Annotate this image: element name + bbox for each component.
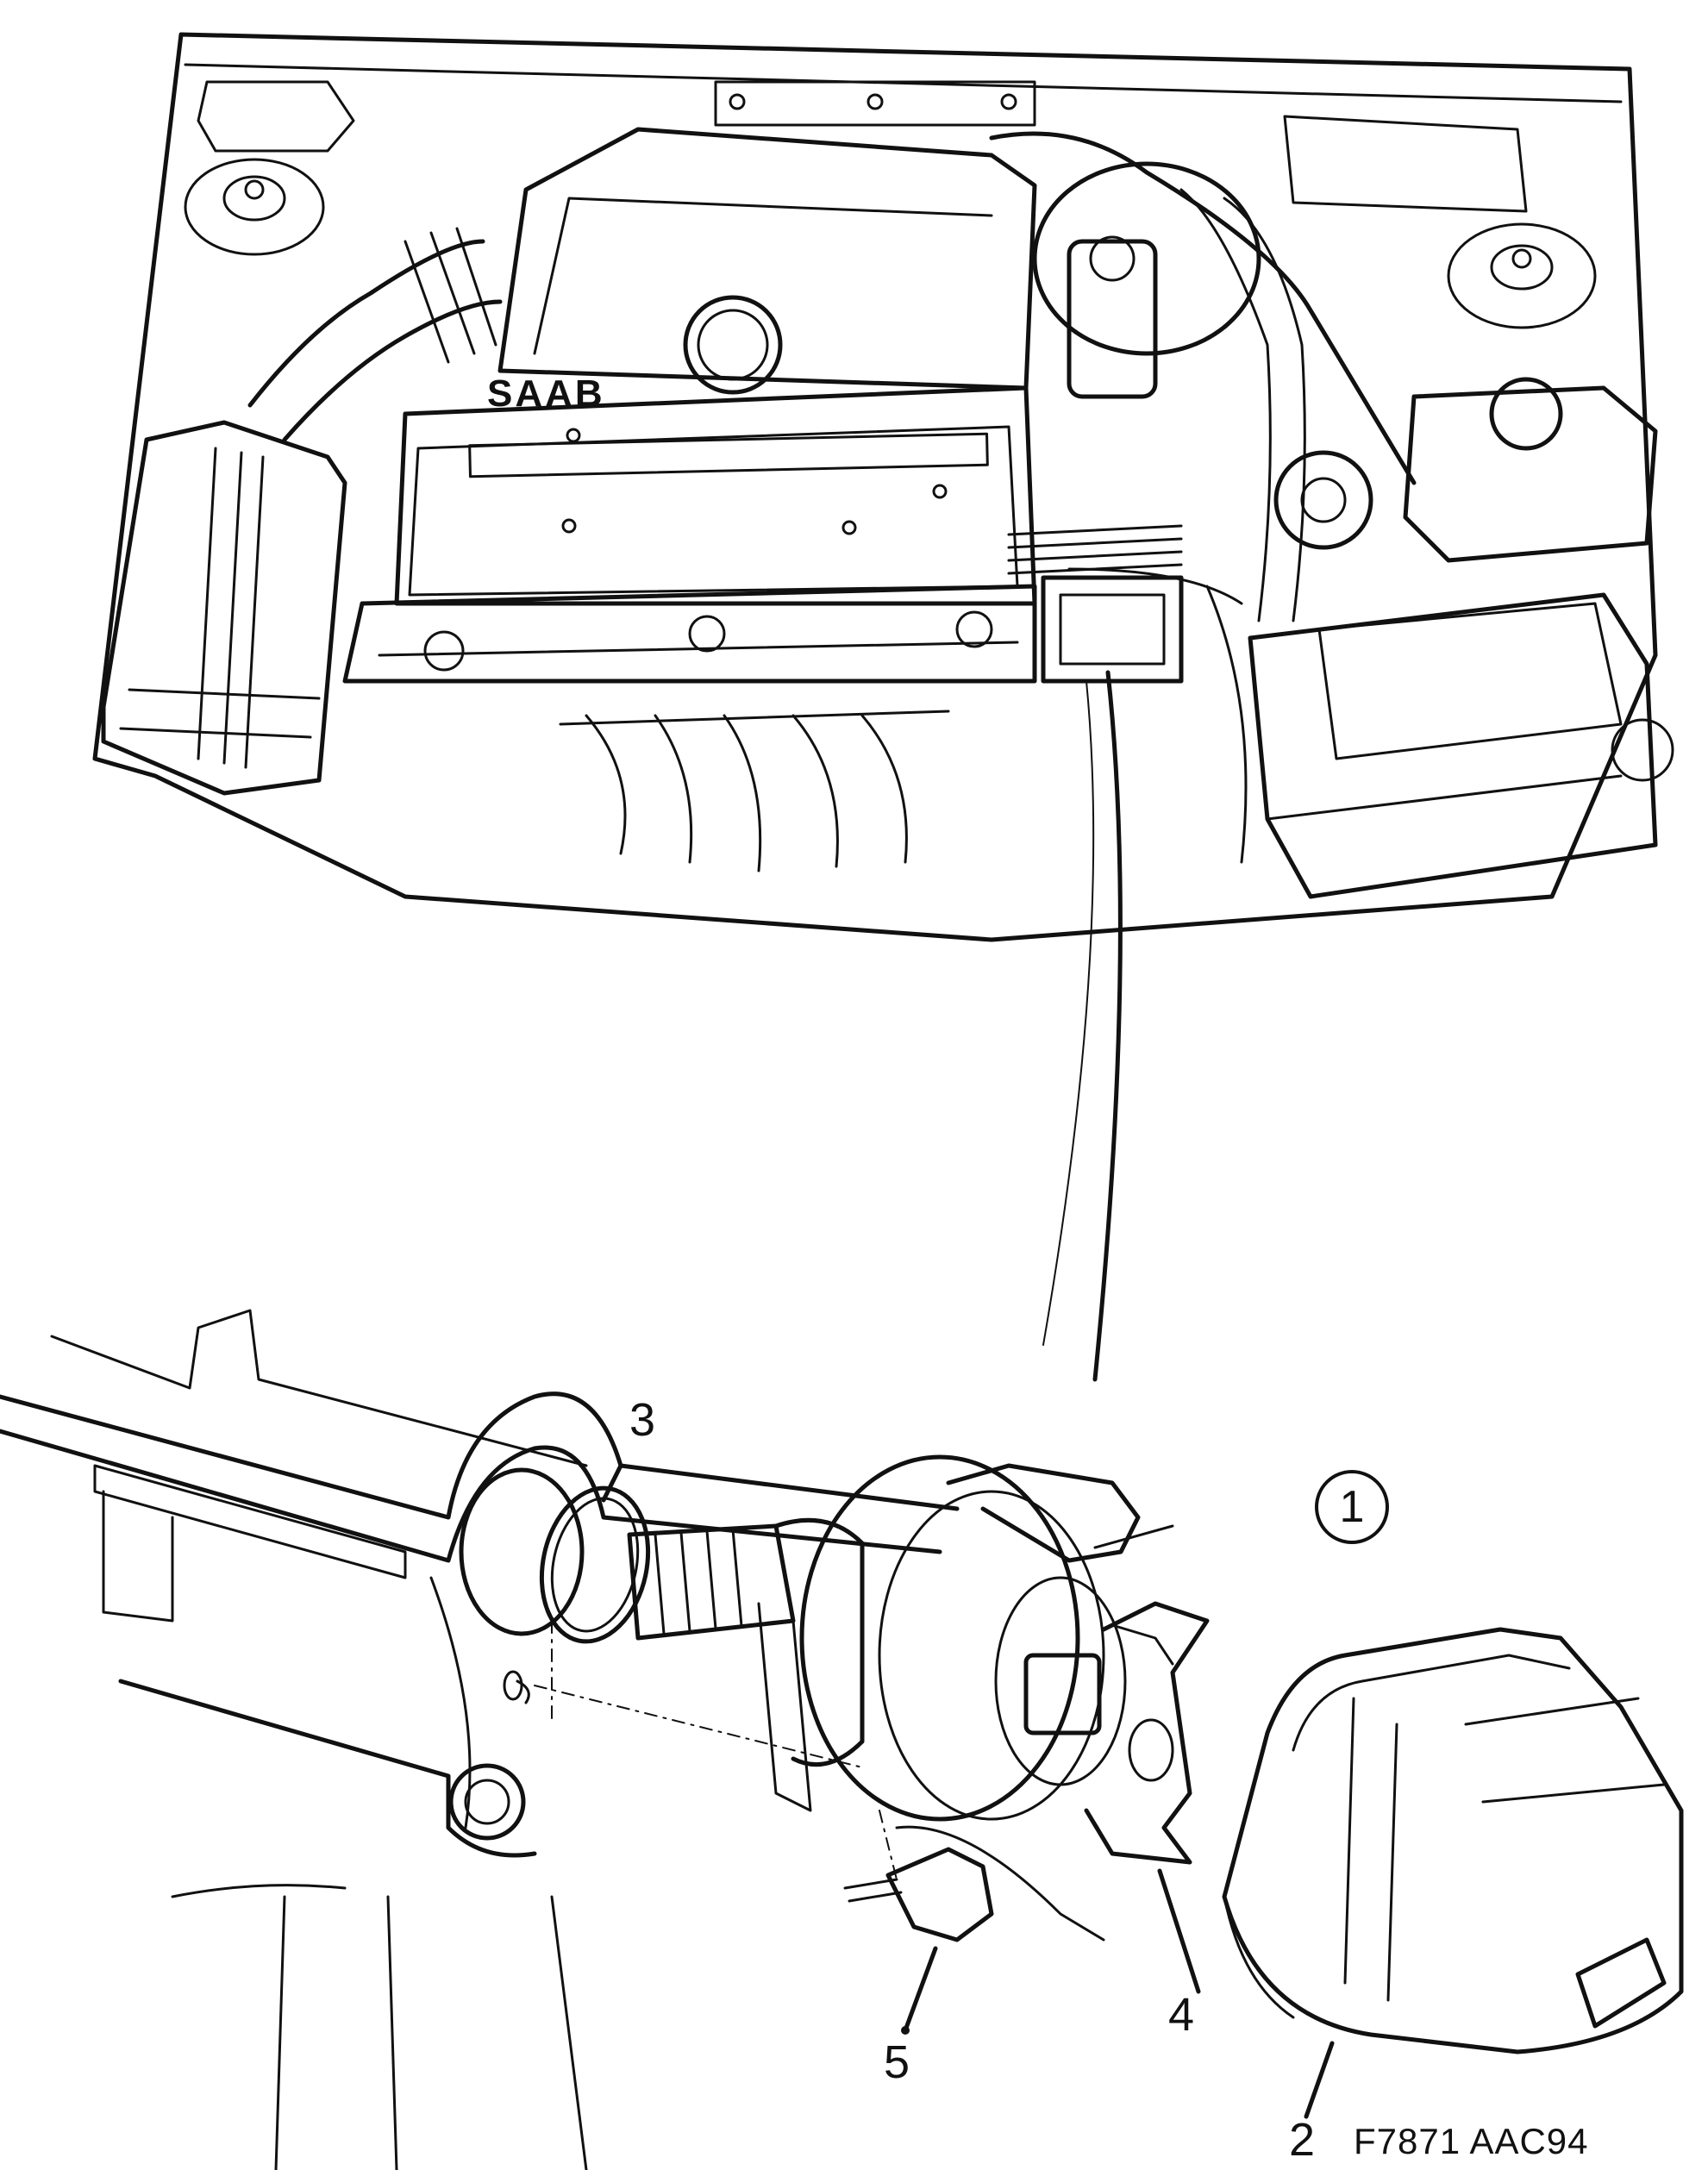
view-number: 1 <box>1339 1482 1365 1532</box>
figure-reference-code: F7871 AAC94 <box>1354 2121 1589 2161</box>
callout-4: 4 <box>1168 1989 1195 2041</box>
view-number-badge: 1 <box>1315 1470 1389 1544</box>
callout-2: 2 <box>1289 2114 1316 2166</box>
brand-label: SAAB <box>487 372 605 415</box>
callout-5: 5 <box>884 2036 910 2088</box>
callout-3: 3 <box>629 1394 656 1446</box>
